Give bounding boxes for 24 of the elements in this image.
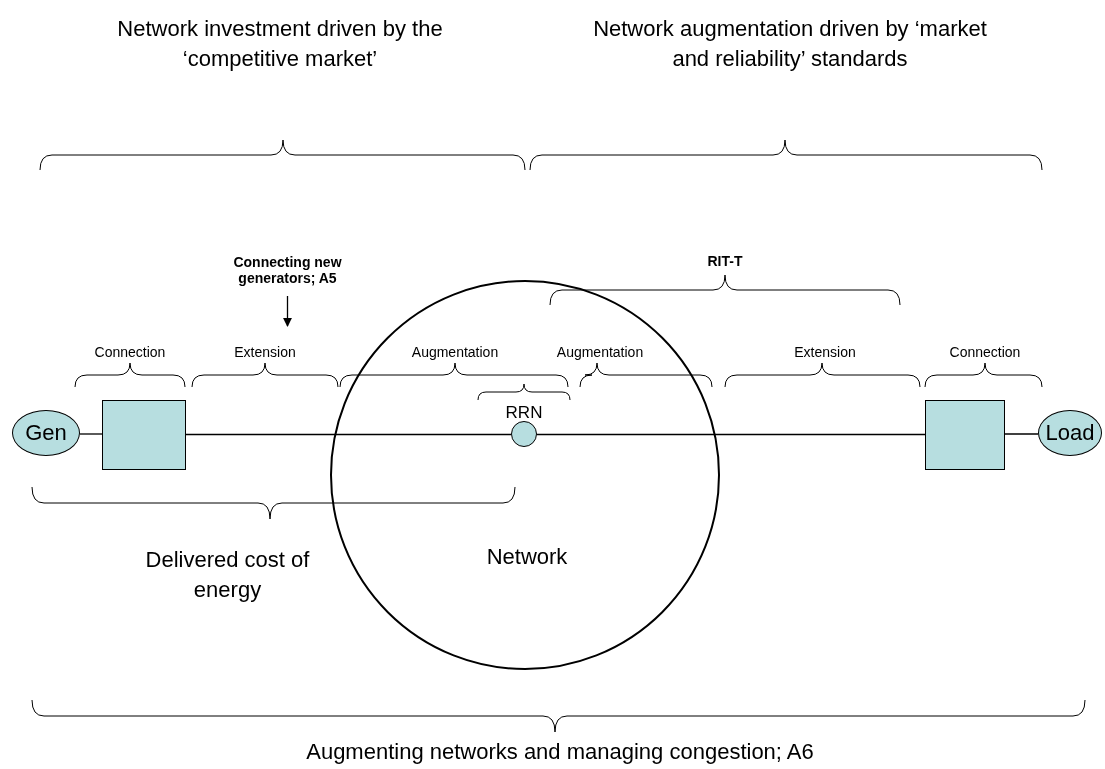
brace-label: Connection — [948, 343, 1022, 362]
caption-text: Augmenting networks and managing congestion; A6 — [305, 738, 815, 766]
caption-text: Network augmentation driven by ‘market and reliability’ standards — [592, 15, 988, 73]
brace-label: Extension — [233, 343, 297, 362]
brace-label: Augmentation — [555, 343, 645, 362]
terminal-ellipse: Gen — [12, 410, 80, 456]
brace-label: RIT-T — [706, 252, 744, 271]
arrow — [282, 295, 293, 327]
connector-line — [79, 433, 103, 435]
connector-line — [536, 433, 926, 436]
network-label: Network — [485, 544, 569, 570]
brace-label: Connection — [93, 343, 167, 362]
equipment-box — [925, 400, 1005, 470]
connector-line — [1004, 433, 1039, 435]
caption-text: Network investment driven by the ‘competitive market’ — [116, 15, 444, 73]
brace-label: Augmentation — [410, 343, 500, 362]
annotation-text: Connecting new generators; A5 — [215, 254, 360, 292]
caption-text: Delivered cost of energy — [144, 546, 311, 604]
brace-label: Extension — [793, 343, 857, 362]
node-circle — [511, 421, 537, 447]
node-label: RRN — [504, 404, 544, 421]
equipment-box — [102, 400, 186, 470]
terminal-ellipse: Load — [1038, 410, 1102, 456]
connector-line — [185, 433, 512, 436]
